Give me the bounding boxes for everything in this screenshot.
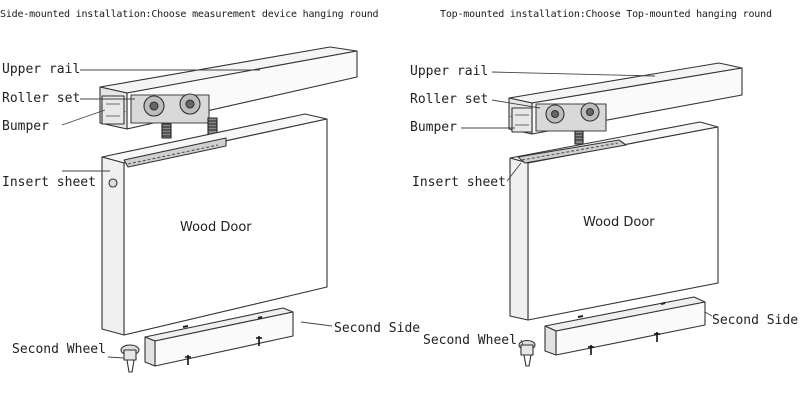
left-label-upper-rail: Upper rail (2, 62, 81, 77)
right-label-insert-sheet: Insert sheet (412, 175, 506, 190)
right-floor-guide (544, 296, 706, 356)
right-label-bumper: Bumper (410, 120, 457, 135)
right-bolt (574, 130, 584, 145)
left-insert-sheet (108, 137, 227, 188)
right-label-upper-rail: Upper rail (410, 64, 489, 79)
left-roller-set (130, 93, 210, 124)
left-leader-lines (61, 69, 333, 359)
right-label-second-side: Second Side (712, 313, 799, 328)
right-second-wheel (518, 339, 536, 367)
right-label-second-wheel: Second Wheel (423, 333, 517, 348)
left-label-insert-sheet: Insert sheet (2, 175, 96, 190)
left-second-wheel (120, 344, 140, 373)
right-label-wood-door: Wood Door (583, 215, 655, 230)
left-label-wood-door: Wood Door (180, 220, 252, 235)
left-bumper (101, 95, 125, 125)
left-label-roller-set: Roller set (2, 91, 81, 106)
left-label-second-side: Second Side (334, 321, 421, 336)
left-label-bumper: Bumper (2, 119, 49, 134)
left-panel-title: Side-mounted installation:Choose measure… (0, 9, 379, 20)
right-insert-sheet (517, 139, 627, 164)
right-leader-lines (461, 71, 713, 346)
left-label-second-wheel: Second Wheel (12, 342, 106, 357)
right-bumper (511, 107, 533, 133)
left-floor-guide (144, 307, 294, 367)
right-label-roller-set: Roller set (410, 92, 489, 107)
left-door (101, 113, 328, 336)
right-panel-title: Top-mounted installation:Choose Top-moun… (440, 9, 772, 20)
right-roller-set (535, 102, 607, 132)
